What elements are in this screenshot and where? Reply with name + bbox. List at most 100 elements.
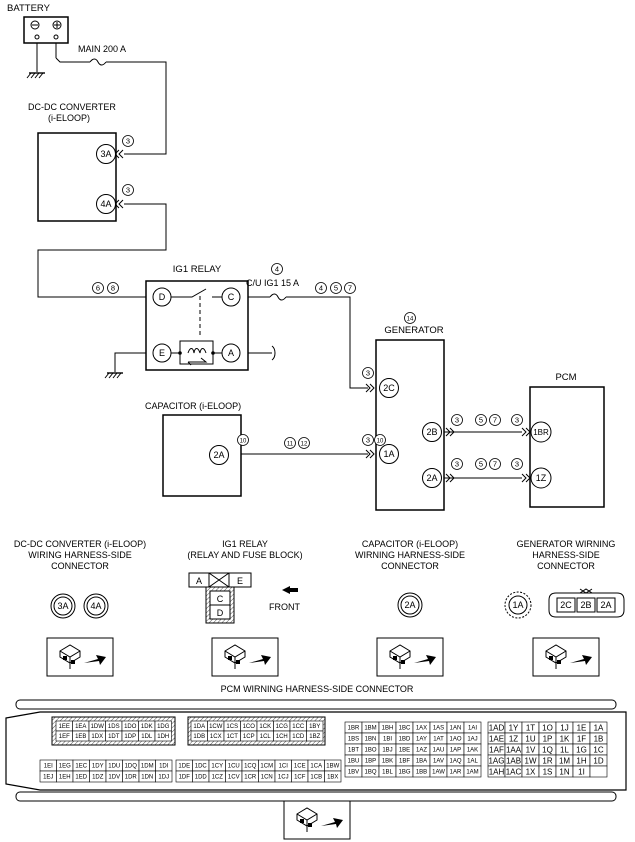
circled-ref-7: 7 [344, 282, 356, 294]
circled-ref-text: 3 [515, 460, 519, 469]
relay-terminal-c: C [228, 292, 235, 302]
pcm-pin-label: 1CF [294, 775, 306, 781]
pcm-pin-label: 1DN [141, 775, 153, 781]
pcm-pin-cell [154, 730, 172, 742]
pcm-pin-label: 1CL [260, 734, 272, 740]
pcm-pin-label: 1BP [365, 759, 376, 765]
circled-ref-text: 5 [479, 460, 483, 469]
pcm-pin-label: 1DL [141, 734, 153, 740]
pcm-pin-label: 1DT [108, 734, 120, 740]
pcm-pin-label: 1BU [348, 759, 360, 765]
pcm-pin-label: 1AP [450, 748, 461, 754]
pcm-pin-label: 1CJ [278, 775, 289, 781]
pcm: PCM 1BR 1Z [529, 372, 605, 508]
pcm-pin-label: 1AF [489, 745, 504, 754]
pcm-pin-label: 1AB [506, 756, 521, 765]
circled-ref-text: 8 [111, 284, 115, 293]
relay-conn-title-2: (RELAY AND FUSE BLOCK) [187, 550, 302, 560]
pcm-pin-label: 1CI [279, 764, 289, 770]
pcm-pin-label: 1O [542, 723, 553, 732]
pcm-terminal-1z: 1Z [536, 473, 547, 483]
connector-plug-icon [46, 637, 114, 677]
generator-connector-face: 1A 2C 2B 2A [504, 588, 625, 619]
circled-ref-text: 10 [240, 439, 247, 445]
pcm-pin-label: 1CU [228, 764, 240, 770]
circled-ref-text: 7 [493, 460, 497, 469]
circled-ref-text: 6 [96, 284, 100, 293]
pcm-pin-label: 1D [593, 756, 603, 765]
circled-ref-8: 8 [107, 282, 119, 294]
circled-ref-text: 3 [455, 460, 459, 469]
pcm-pin-label: 1DK [141, 724, 153, 730]
pcm-pin-label: 1CE [294, 764, 306, 770]
pcm-pin-label: 1ED [75, 775, 87, 781]
circled-ref-4: 4 [315, 282, 327, 294]
pcm-pin-label: 1DC [195, 764, 208, 770]
relay-block-d: D [217, 608, 224, 618]
pcm-terminal-1br: 1BR [533, 428, 549, 437]
connector-titles: DC-DC CONVERTER (i-ELOOP) WIRING HARNESS… [14, 539, 616, 571]
pcm-pin-label: 1CC [292, 724, 305, 730]
circled-ref-6: 6 [92, 282, 104, 294]
pcm-pin-label: 1EB [75, 734, 86, 740]
pcm-pin-label: 1P [543, 734, 553, 743]
pcm-pin-label: 1DF [179, 775, 191, 781]
gen-terminal-2b: 2B [426, 427, 437, 437]
circled-ref-3: 3 [122, 135, 134, 147]
pcm-pin-label: 1EC [75, 764, 87, 770]
pcm-pin-label: 1AU [433, 748, 445, 754]
pcm-pin-label: 1BD [399, 737, 411, 743]
cap-conn-title-3: CONNECTOR [381, 561, 439, 571]
dcdc-pin-3a: 3A [57, 601, 68, 611]
generator: GENERATOR 2C 1A 2B 2A [375, 325, 445, 511]
gen-terminal-2c: 2C [383, 383, 395, 393]
pcm-pin-label: 1BC [399, 726, 411, 732]
pcm-pin-label: 1CB [310, 775, 322, 781]
pcm-pin-label: 1AE [489, 734, 504, 743]
pcm-pin-label: 1Y [509, 723, 519, 732]
pcm-pin-label: 1AG [488, 756, 504, 765]
dcdc-converter: DC-DC CONVERTER (i-ELOOP) 3A 4A [28, 102, 117, 222]
generator-label: GENERATOR [384, 325, 443, 336]
pcm-pin-label: 1BZ [309, 734, 320, 740]
pcm-pin-label: 1R [542, 756, 552, 765]
pcm-pin-cell [155, 770, 173, 783]
pcm-pin-label: 1F [577, 734, 586, 743]
circled-ref-text: 3 [366, 369, 370, 378]
pcm-pin-label: 1T [526, 723, 535, 732]
pcm-pin-label: 1BX [327, 775, 338, 781]
circled-ref-text: 4 [319, 284, 323, 293]
relay-block-a: A [196, 576, 202, 586]
pcm-pin-label: 1AW [432, 770, 445, 776]
pcm-pin-label: 1EE [59, 724, 70, 730]
dcdc-conn-title-2: WIRING HARNESS-SIDE [28, 550, 132, 560]
dcdc-title-2: (i-ELOOP) [48, 113, 90, 123]
pcm-pin-label: 1BL [382, 770, 393, 776]
pcm-pin-label: 1AC [506, 767, 522, 776]
circled-ref-3: 3 [451, 458, 463, 470]
circled-ref-text: 4 [275, 265, 279, 274]
pcm-pin-label: 1BK [382, 759, 393, 765]
pcm-pin-label: 1M [559, 756, 570, 765]
pcm-pin-label: 1L [560, 745, 569, 754]
pcm-pin-label: 1EA [75, 724, 86, 730]
pcm-pin-label: 1BJ [382, 748, 392, 754]
pcm-pin-label: 1B [594, 734, 604, 743]
circled-ref-text: 12 [301, 442, 308, 448]
pcm-pin-label: 1BM [364, 726, 376, 732]
pcm-pin-label: 1EH [59, 775, 71, 781]
pcm-pin-label: 1DA [193, 724, 205, 730]
pcm-label: PCM [555, 372, 576, 383]
pcm-pin-cell [306, 730, 324, 742]
cap-terminal-2a: 2A [213, 450, 224, 460]
wires [36, 30, 522, 479]
pcm-pin-label: 1AR [450, 770, 462, 776]
cap-conn-title-1: CAPACITOR (i-ELOOP) [362, 539, 458, 549]
circled-ref-text: 10 [377, 439, 384, 445]
cu-fuse-label: C/U IG1 15 A [246, 278, 299, 288]
pcm-pin-label: 1AX [416, 726, 427, 732]
circled-ref-12: 12 [298, 437, 310, 449]
gen-conn-title-3: CONNECTOR [537, 561, 595, 571]
pcm-pin-label: 1DZ [92, 775, 104, 781]
